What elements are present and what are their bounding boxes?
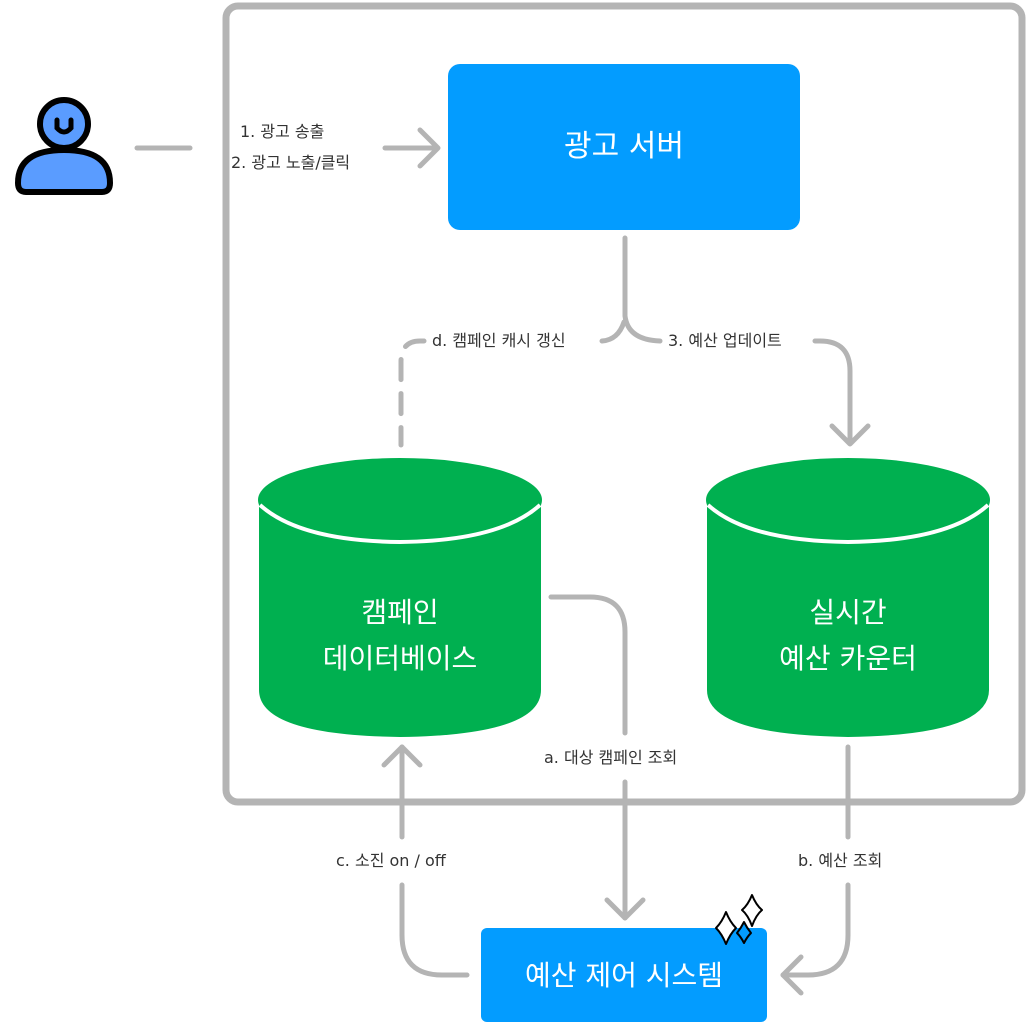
- edge-label-budget-lookup: b. 예산 조회: [794, 851, 887, 871]
- arrowhead-counter: [829, 423, 871, 447]
- budget-control-label: 예산 제어 시스템: [524, 959, 724, 992]
- edge-cache-refresh-right: [599, 319, 627, 344]
- edge-label-ad-send: 1. 광고 송출: [240, 122, 325, 141]
- edge-cache-refresh: [398, 338, 427, 448]
- edge-label-cache-refresh: d. 캠페인 캐시 갱신: [428, 331, 570, 351]
- edge-label-budget-update: 3. 예산 업데이트: [664, 331, 786, 351]
- edge-label-target-campaign: a. 대상 캠페인 조회: [540, 748, 682, 768]
- arrowhead-db-bottom: [381, 744, 423, 768]
- edge-counter-continue: [812, 338, 853, 443]
- ad-server-box: [448, 64, 800, 230]
- edge-label-exhaust-toggle: c. 소진 on / off: [332, 851, 450, 871]
- sparkle-icon: [715, 894, 763, 945]
- edge-counter-to-control-lower: [780, 882, 851, 978]
- budget-control-box: [481, 928, 767, 1022]
- user-icon: [15, 97, 113, 195]
- budget-counter-cylinder: [706, 458, 990, 737]
- arrowhead-control-top: [604, 897, 646, 921]
- edge-control-to-db-lower: [399, 882, 470, 978]
- campaign-db-label: 캠페인 데이터베이스: [322, 596, 478, 675]
- edge-server-to-counter: [622, 235, 663, 344]
- budget-counter-label: 실시간 예산 카운터: [779, 596, 917, 675]
- edge-label-ad-click: 2. 광고 노출/클릭: [231, 153, 351, 172]
- campaign-db-cylinder: [258, 458, 542, 737]
- arrowhead-server: [417, 127, 441, 169]
- arrowhead-control-right: [780, 954, 804, 996]
- edge-db-to-control: [548, 594, 628, 736]
- ad-server-label: 광고 서버: [564, 129, 684, 164]
